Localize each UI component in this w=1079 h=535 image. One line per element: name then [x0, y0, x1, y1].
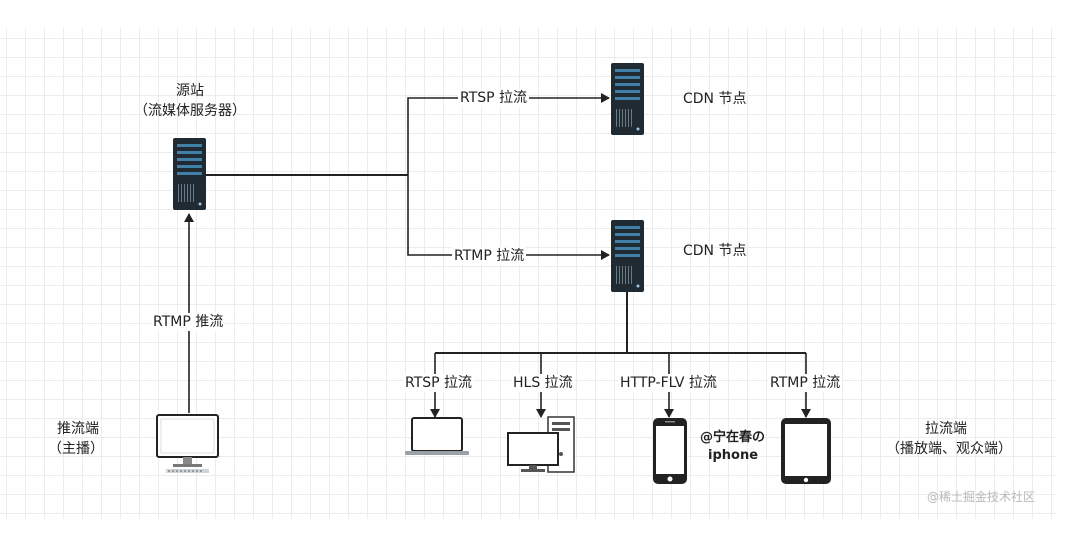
tablet-icon	[780, 417, 832, 489]
pull-label-rtmp: RTMP 拉流	[768, 374, 843, 392]
right-margin	[1056, 0, 1079, 535]
source-subtitle: （流媒体服务器）	[134, 103, 246, 119]
players-subtitle: （播放端、观众端）	[886, 441, 1012, 457]
cdn-server-icon-1	[611, 63, 644, 139]
cdn-node-2-label: CDN 节点	[683, 243, 747, 259]
edge-rtmp-pull-cdn2	[407, 175, 610, 260]
source-server-icon	[173, 138, 206, 214]
phone-icon	[652, 417, 688, 489]
bottom-margin	[0, 519, 1079, 535]
top-margin	[0, 0, 1079, 28]
pusher-monitor-icon	[156, 414, 222, 480]
pull-label-http-flv: HTTP-FLV 拉流	[618, 374, 719, 392]
edge-label-rtsp-pull-top: RTSP 拉流	[458, 89, 530, 107]
source-title: 源站	[176, 83, 204, 99]
pusher-title: 推流端	[57, 421, 99, 437]
author-tag-line2: iphone	[708, 448, 759, 463]
pusher-subtitle: （主播）	[48, 441, 104, 457]
pull-label-rtsp: RTSP 拉流	[403, 374, 475, 392]
edge-label-rtmp-push: RTMP 推流	[151, 313, 226, 331]
pull-label-hls: HLS 拉流	[511, 374, 575, 392]
laptop-icon	[404, 417, 470, 461]
players-title: 拉流端	[925, 421, 967, 437]
desktop-pc-icon	[506, 416, 578, 478]
author-tag-line1: @宁在春の	[700, 430, 766, 445]
watermark-text: @稀土掘金技术社区	[927, 490, 1036, 504]
cdn-node-1-label: CDN 节点	[683, 91, 747, 107]
edge-label-rtmp-pull-mid: RTMP 拉流	[452, 247, 527, 265]
edge-rtsp-pull-cdn1	[407, 93, 610, 175]
cdn-server-icon-2	[611, 220, 644, 296]
